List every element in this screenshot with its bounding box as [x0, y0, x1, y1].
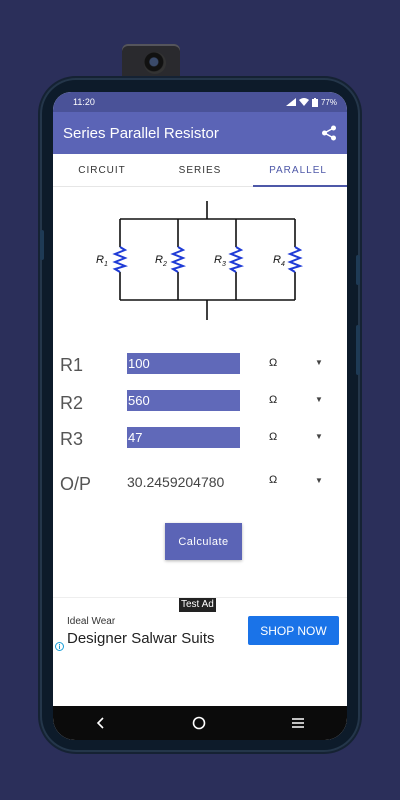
home-icon[interactable]: [192, 716, 206, 730]
tab-bar: CIRCUIT SERIES PARALLEL: [53, 154, 347, 187]
label-r1: R1: [96, 254, 108, 268]
app-bar: Series Parallel Resistor: [53, 112, 347, 154]
r2-input[interactable]: 560: [127, 390, 240, 411]
label-r2: R2: [155, 254, 167, 268]
chevron-down-icon[interactable]: ▼: [315, 432, 323, 441]
r1-unit-select[interactable]: Ω: [269, 357, 278, 369]
output-label: O/P: [60, 474, 92, 494]
tab-parallel[interactable]: PARALLEL: [249, 154, 347, 187]
parallel-circuit-diagram: R1 R2 R3 R4: [96, 201, 304, 320]
chevron-down-icon[interactable]: ▼: [315, 395, 323, 404]
r3-label: R3: [60, 429, 84, 449]
camera-lens: [144, 52, 166, 74]
phone-side-button: [356, 255, 360, 285]
chevron-down-icon[interactable]: ▼: [315, 476, 323, 485]
r2-unit-select[interactable]: Ω: [269, 394, 278, 406]
popup-camera: [122, 44, 180, 82]
ad-banner[interactable]: Test Ad Ideal Wear Designer Salwar Suits…: [53, 597, 347, 670]
ad-headline[interactable]: Designer Salwar Suits: [67, 630, 215, 647]
back-icon[interactable]: [95, 717, 107, 729]
shop-now-button[interactable]: SHOP NOW: [248, 616, 339, 645]
label-r3: R3: [214, 254, 226, 268]
label-r4: R4: [273, 254, 285, 268]
r3-input[interactable]: 47: [127, 427, 240, 448]
tab-label: CIRCUIT: [78, 164, 126, 176]
share-icon[interactable]: [321, 125, 337, 141]
resistor-r1: [112, 246, 129, 273]
status-bar: 11:20 77%: [53, 92, 347, 112]
battery-icon: [311, 97, 318, 107]
app-title: Series Parallel Resistor: [63, 124, 219, 142]
status-icons: 77%: [285, 97, 337, 107]
phone-side-button: [356, 325, 360, 375]
r1-input[interactable]: 100: [127, 353, 240, 374]
signal-icon: [285, 98, 296, 106]
phone-side-button: [40, 230, 44, 260]
chevron-down-icon[interactable]: ▼: [315, 358, 323, 367]
r3-unit-select[interactable]: Ω: [269, 431, 278, 443]
wifi-icon: [298, 98, 309, 106]
system-nav-bar: [53, 706, 347, 740]
tab-label: PARALLEL: [269, 164, 327, 176]
r2-label: R2: [60, 393, 84, 413]
battery-percent: 77%: [320, 97, 337, 107]
r1-label: R1: [60, 355, 84, 375]
calculate-button[interactable]: Calculate: [165, 523, 242, 560]
resistor-r4: [287, 246, 304, 273]
tab-label: SERIES: [178, 164, 222, 176]
output-unit-select[interactable]: Ω: [269, 474, 278, 486]
ad-advertiser: Ideal Wear: [67, 616, 116, 627]
menu-icon[interactable]: [291, 717, 305, 729]
resistor-r2: [170, 246, 187, 273]
status-time: 11:20: [73, 97, 95, 107]
ad-tag: Test Ad: [179, 598, 216, 612]
tab-series[interactable]: SERIES: [151, 154, 249, 186]
output-value: 30.2459204780: [127, 474, 225, 490]
app-screen: 11:20 77% Series Parallel Resistor CIRCU…: [53, 92, 347, 740]
tab-circuit[interactable]: CIRCUIT: [53, 154, 151, 186]
ad-info-icon[interactable]: [55, 642, 64, 651]
resistor-r3: [228, 246, 245, 273]
